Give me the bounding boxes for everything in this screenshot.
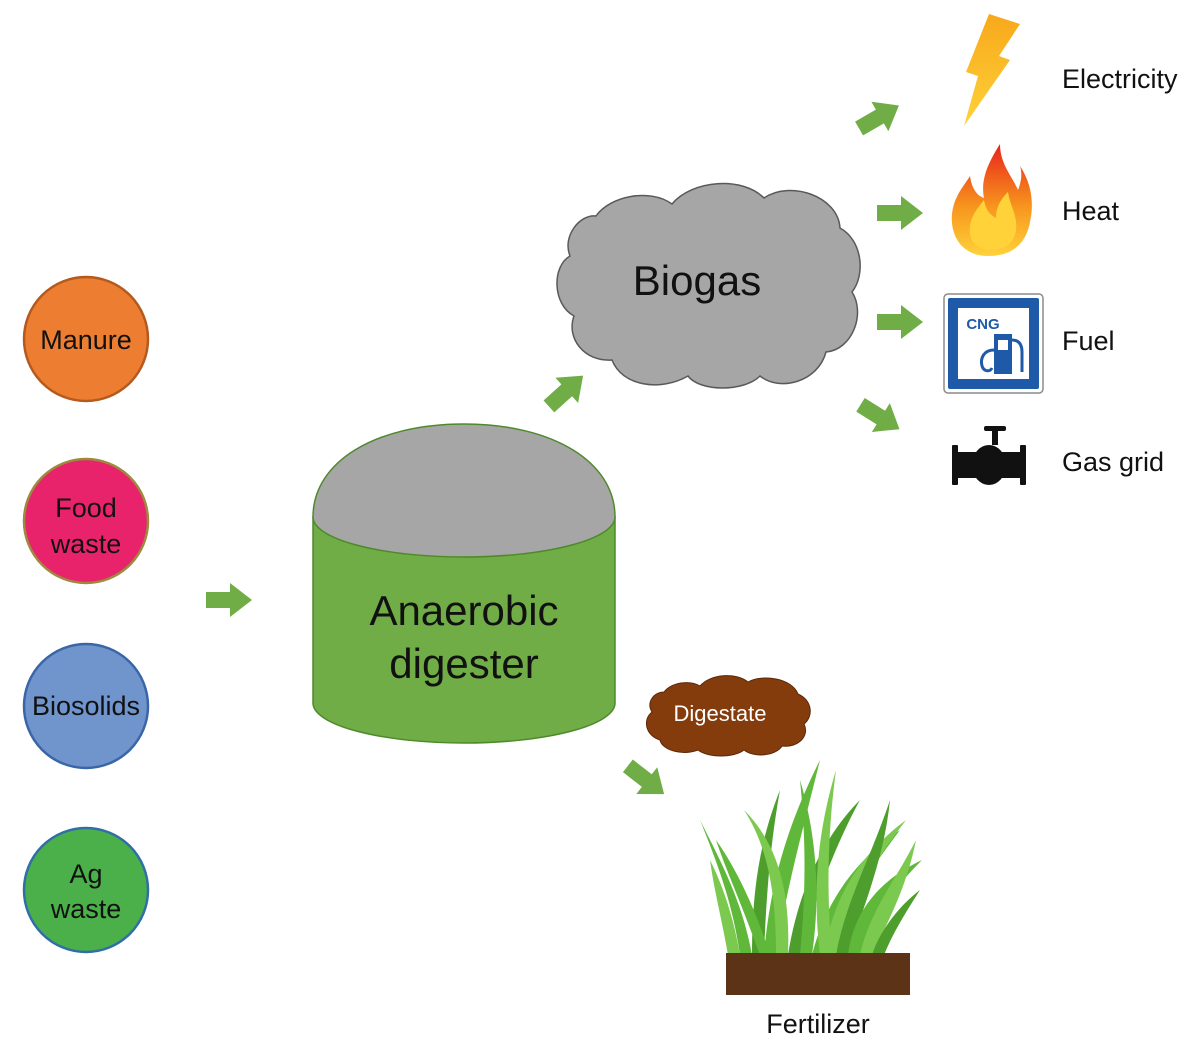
feedstock-label: Biosolids bbox=[32, 691, 140, 721]
feedstock-circle bbox=[22, 275, 150, 403]
fertilizer-label: Fertilizer bbox=[766, 1009, 870, 1039]
arrow-feed-to-digester bbox=[206, 583, 252, 617]
lightning-icon bbox=[964, 14, 1020, 126]
arrow-to-heat bbox=[877, 196, 923, 230]
anaerobic-digester: Anaerobic digester bbox=[312, 423, 616, 744]
feedstock-label: Ag bbox=[69, 859, 102, 889]
digestate-cloud: Digestate bbox=[645, 675, 811, 757]
cng-sign-text: CNG bbox=[966, 316, 999, 333]
pipe-valve-icon bbox=[952, 426, 1026, 485]
feedstock-label: Manure bbox=[40, 325, 132, 355]
feedstock-circle bbox=[22, 457, 150, 585]
cloud-shape bbox=[556, 182, 861, 389]
feedstock-ag-waste: Ag waste bbox=[22, 826, 150, 954]
product-label-gas-grid: Gas grid bbox=[1062, 447, 1164, 477]
arrow-to-electricity bbox=[855, 101, 899, 136]
feedstock-label: waste bbox=[50, 894, 122, 924]
fertilizer-grass-illustration bbox=[700, 760, 922, 995]
digester-dome bbox=[312, 423, 616, 558]
product-label-electricity: Electricity bbox=[1062, 64, 1178, 94]
arrow-to-fuel bbox=[877, 305, 923, 339]
feedstock-biosolids: Biosolids bbox=[22, 642, 150, 770]
feedstock-food-waste: Food waste bbox=[22, 457, 150, 585]
feedstock-label: Food bbox=[55, 493, 117, 523]
soil bbox=[726, 953, 910, 995]
arrow-to-gas-grid bbox=[856, 398, 900, 432]
flame-icon bbox=[951, 144, 1032, 256]
arrow-digester-to-digestate bbox=[622, 759, 665, 795]
feedstock-manure: Manure bbox=[22, 275, 150, 403]
digestate-label: Digestate bbox=[674, 701, 767, 726]
biogas-cloud: Biogas bbox=[556, 182, 861, 389]
feedstock-circle bbox=[22, 826, 150, 954]
cng-pump-icon: CNG bbox=[943, 293, 1044, 394]
digester-label: digester bbox=[389, 640, 538, 687]
cloud-shape bbox=[645, 675, 811, 757]
arrow-digester-to-biogas bbox=[543, 375, 584, 413]
feedstock-label: waste bbox=[50, 529, 122, 559]
biogas-label: Biogas bbox=[633, 257, 761, 304]
product-label-fuel: Fuel bbox=[1062, 326, 1115, 356]
product-label-heat: Heat bbox=[1062, 196, 1120, 226]
grass-blades bbox=[700, 760, 922, 955]
digester-body bbox=[312, 516, 616, 744]
digester-label: Anaerobic bbox=[369, 587, 558, 634]
feedstock-circle bbox=[22, 642, 150, 770]
